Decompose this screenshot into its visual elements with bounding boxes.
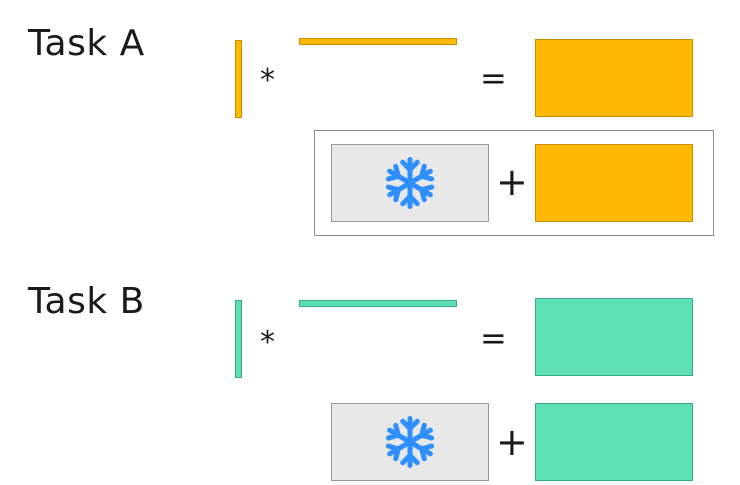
- task-b-row-vector: [299, 300, 457, 307]
- snowflake-icon: [385, 415, 435, 469]
- task-a-frozen-weights: [331, 144, 489, 222]
- task-a-equals-sign: =: [480, 59, 507, 97]
- task-a-multiply-sign: *: [260, 63, 275, 98]
- task-b-frozen-weights: [331, 403, 489, 481]
- task-b-equals-sign: =: [480, 319, 507, 357]
- task-b-update-matrix: [535, 298, 693, 376]
- task-b-label: Task B: [28, 281, 145, 322]
- task-a-column-vector: [235, 40, 242, 118]
- task-a-plus-sign: +: [496, 160, 528, 204]
- task-a-result-matrix: [535, 144, 693, 222]
- task-b-plus-sign: +: [496, 420, 528, 464]
- task-a-update-matrix: [535, 39, 693, 117]
- task-b-column-vector: [235, 300, 242, 378]
- task-a-row-vector: [299, 38, 457, 45]
- task-b-result-matrix: [535, 403, 693, 481]
- task-b-multiply-sign: *: [260, 325, 275, 360]
- task-a-label: Task A: [28, 23, 145, 64]
- snowflake-icon: [385, 156, 435, 210]
